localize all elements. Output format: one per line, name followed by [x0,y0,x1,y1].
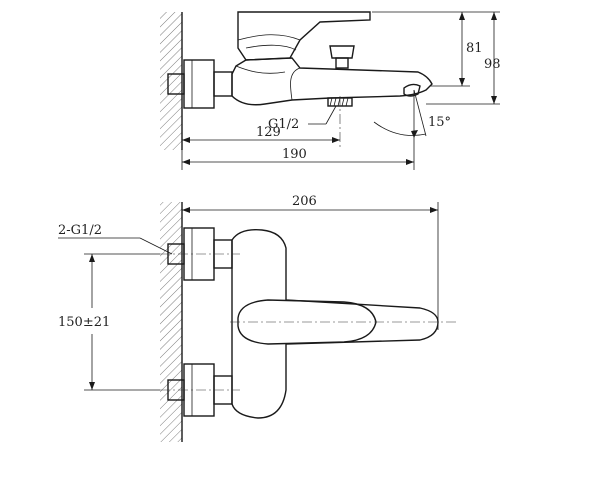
diverter-knob [329,45,355,59]
thread-label-front: 2-G1/2 [58,223,102,238]
dim-depth-inner: 129 [256,125,281,140]
dim-height-inner: 81 [466,41,483,56]
faucet-body-front [231,229,439,419]
connector-nut-top [213,71,233,97]
dim-width: 206 [292,194,317,209]
front-view: 2-G1/2 206 150±21 [58,194,456,442]
dim-spacing: 150±21 [58,315,110,330]
dim-depth-outer: 190 [282,147,307,162]
escutcheon-top [183,59,215,109]
thread-label-side: G1/2 [268,117,299,132]
dim-height-outer: 98 [484,57,501,72]
side-view: 81 98 15° G1/2 129 190 [160,11,501,170]
angle-label: 15° [428,115,451,130]
wall-hatch-bottom [160,202,182,442]
wall-hatch-top [160,12,182,150]
faucet-body-side [231,57,433,106]
spout-outlet [403,83,421,97]
